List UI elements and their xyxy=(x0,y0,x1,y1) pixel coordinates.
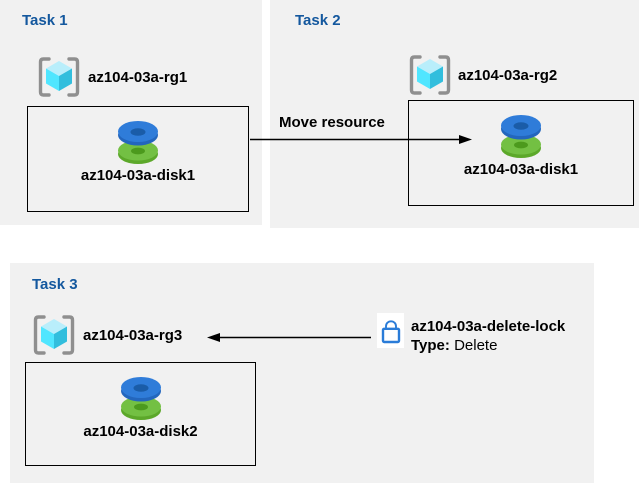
resource-group-icon xyxy=(409,55,451,95)
task1-resource-label: az104-03a-disk1 xyxy=(80,167,196,184)
task3-resource-group-label: az104-03a-rg3 xyxy=(83,327,183,344)
lock-type-label: Type: xyxy=(411,337,450,354)
task1-title: Task 1 xyxy=(22,12,68,29)
task2-resource-group-label: az104-03a-rg2 xyxy=(458,67,558,84)
lock-type-value: Delete xyxy=(454,337,498,354)
task3-title: Task 3 xyxy=(32,276,78,293)
task2-title: Task 2 xyxy=(295,12,341,29)
lock-icon xyxy=(381,319,400,343)
task1-resource-box: az104-03a-disk1 xyxy=(27,106,249,212)
lock-name: az104-03a-delete-lock xyxy=(411,318,566,335)
task2-panel: Task 2 az104-03a-rg2 az104-03a-disk1 xyxy=(270,0,639,228)
disk-icon xyxy=(501,115,541,158)
disk-icon xyxy=(118,121,158,164)
lock-arrow xyxy=(207,333,371,342)
lock-type-line: Type: Delete xyxy=(411,336,565,355)
task3-resource-label: az104-03a-disk2 xyxy=(83,423,198,440)
task3-resource-box: az104-03a-disk2 xyxy=(25,362,256,466)
task2-resource-box: az104-03a-disk1 xyxy=(408,100,634,206)
task1-resource-group-label: az104-03a-rg1 xyxy=(88,69,188,86)
lock-label-block: az104-03a-delete-lock Type: Delete xyxy=(411,317,565,355)
task2-resource-label: az104-03a-disk1 xyxy=(463,161,579,178)
move-resource-arrow xyxy=(250,135,472,144)
resource-group-icon xyxy=(38,57,80,97)
task1-panel: Task 1 az104-03a-rg1 az104-03a-disk1 xyxy=(0,0,262,225)
disk-icon xyxy=(120,377,161,420)
resource-group-icon xyxy=(33,315,75,355)
lock-icon-background xyxy=(377,313,404,348)
move-resource-arrow-label: Move resource xyxy=(279,114,385,131)
task3-panel: Task 3 az104-03a-rg3 az104-03a-disk2 xyxy=(10,263,594,483)
